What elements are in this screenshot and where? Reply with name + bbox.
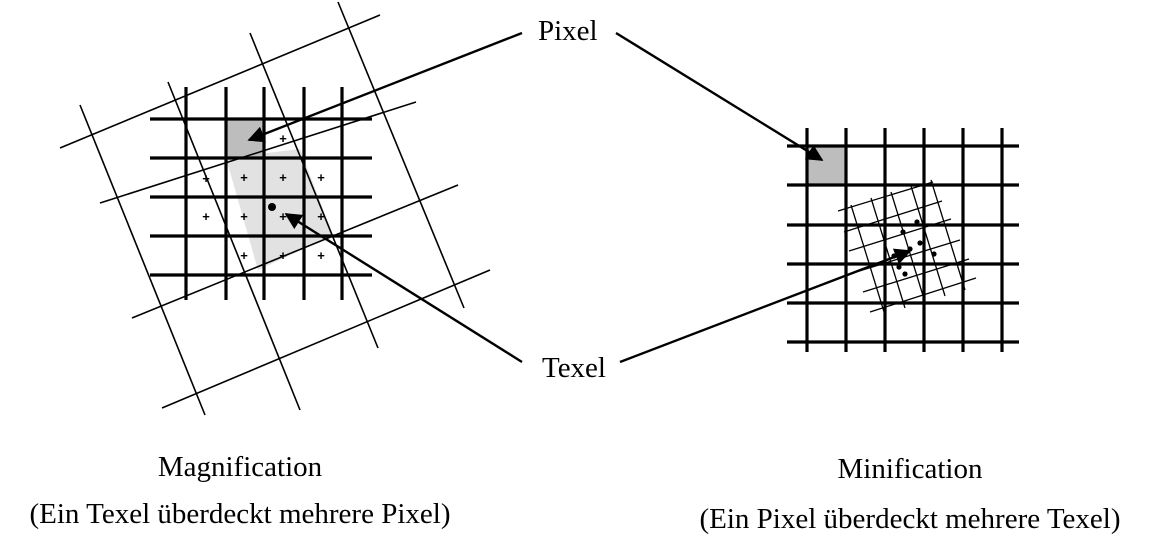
- annotation-arrows: [247, 31, 912, 364]
- minification-figure: [787, 128, 1019, 352]
- svg-text:+: +: [317, 248, 325, 263]
- svg-text:+: +: [279, 248, 287, 263]
- svg-text:+: +: [279, 131, 287, 146]
- svg-text:+: +: [317, 209, 325, 224]
- texel-label: Texel: [542, 352, 606, 384]
- svg-text:+: +: [279, 170, 287, 185]
- pixel-label: Pixel: [538, 15, 598, 47]
- texel-grid-right: [837, 179, 977, 316]
- highlighted-pixel: [226, 119, 264, 157]
- pixel-centers: + + + + + + + + + + + +: [202, 131, 325, 263]
- minification-title: Minification: [837, 453, 983, 485]
- magnification-subtitle: (Ein Texel überdeckt mehrere Pixel): [29, 498, 451, 530]
- texel-grid: [59, 1, 491, 416]
- texel-area: [226, 149, 333, 270]
- texel-arrow-left: [284, 212, 523, 364]
- pixel-arrow-right: [615, 31, 824, 162]
- svg-text:+: +: [240, 170, 248, 185]
- magnification-figure: + + + + + + + + + + + +: [59, 1, 491, 416]
- magnification-title: Magnification: [157, 451, 323, 483]
- svg-text:+: +: [202, 171, 210, 186]
- svg-text:+: +: [317, 170, 325, 185]
- texel-arrow-right: [619, 248, 912, 364]
- svg-text:+: +: [202, 209, 210, 224]
- pixel-arrow-left: [247, 31, 523, 143]
- svg-text:+: +: [279, 209, 287, 224]
- svg-text:+: +: [240, 248, 248, 263]
- minification-subtitle: (Ein Pixel überdeckt mehrere Texel): [699, 503, 1121, 535]
- svg-text:+: +: [240, 209, 248, 224]
- highlighted-pixel-right: [807, 146, 846, 185]
- texel-center-dot: [268, 203, 276, 211]
- pixel-grid-right: [787, 128, 1019, 352]
